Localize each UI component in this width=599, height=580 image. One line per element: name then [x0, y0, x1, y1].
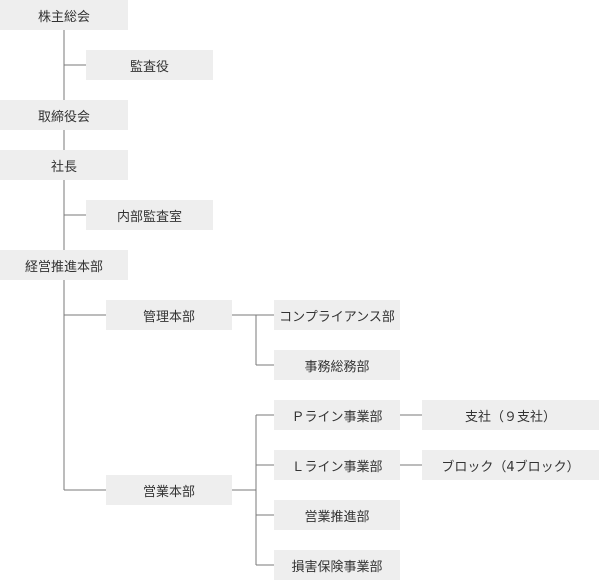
- node-branches: 支社（９支社）: [422, 400, 599, 430]
- node-compliance-dept: コンプライアンス部: [274, 300, 400, 330]
- node-blocks: ブロック（4ブロック）: [422, 450, 599, 480]
- node-shareholders-meeting: 株主総会: [0, 0, 128, 30]
- node-admin-hq: 管理本部: [106, 300, 232, 330]
- node-president: 社長: [0, 150, 128, 180]
- node-auditor: 監査役: [86, 50, 213, 80]
- node-internal-audit: 内部監査室: [86, 200, 213, 230]
- node-general-affairs-dept: 事務総務部: [274, 350, 400, 380]
- node-sales-hq: 営業本部: [106, 475, 232, 505]
- node-board: 取締役会: [0, 100, 128, 130]
- node-sales-promotion-dept: 営業推進部: [274, 500, 400, 530]
- node-management-council: 経営推進本部: [0, 250, 128, 280]
- node-p-line-dept: Ｐライン事業部: [274, 400, 400, 430]
- node-insurance-dept: 損害保険事業部: [274, 550, 400, 580]
- node-l-line-dept: Ｌライン事業部: [274, 450, 400, 480]
